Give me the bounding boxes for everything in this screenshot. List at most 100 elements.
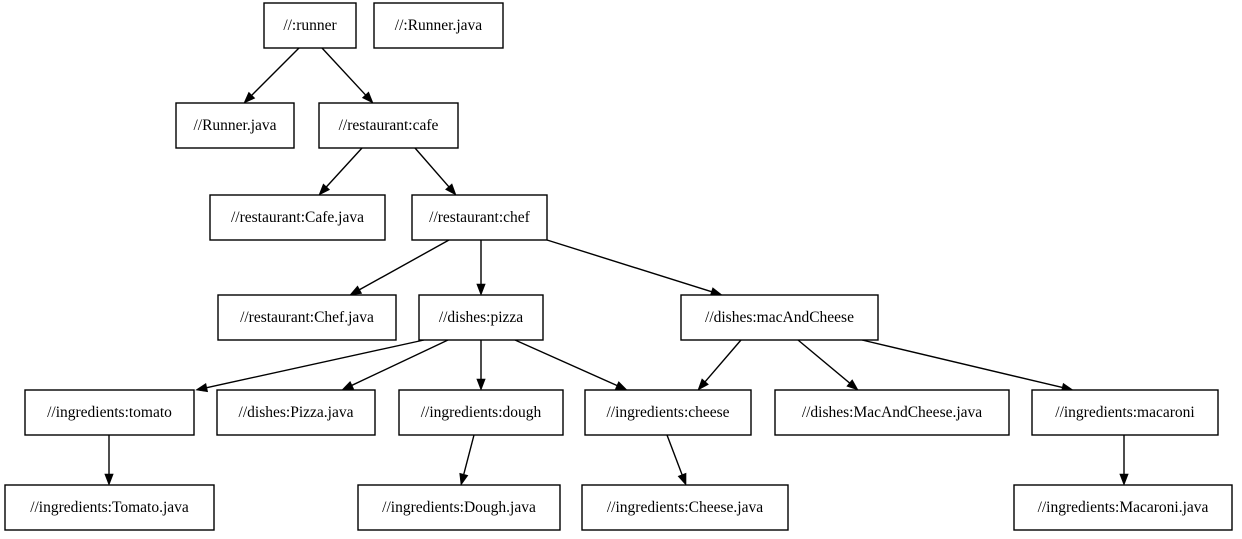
node-box[interactable] [209, 194, 386, 241]
node-box[interactable] [581, 484, 789, 531]
graph-edge [349, 239, 450, 296]
graph-node-dishes_pizza[interactable]: //dishes:pizza [418, 294, 544, 341]
graph-edge [1119, 435, 1129, 486]
edge-arrowhead [445, 183, 457, 196]
graph-edge [321, 47, 374, 104]
edge-arrowhead [195, 383, 209, 393]
graph-edge [514, 339, 628, 391]
node-label: //:Runner.java [395, 17, 483, 34]
graph-node-ing_dough[interactable]: //ingredients:dough [398, 389, 564, 436]
node-label: //ingredients:dough [421, 404, 542, 421]
graph-edge [666, 434, 687, 486]
graph-edge [341, 339, 449, 391]
edge-line [206, 339, 425, 389]
edge-arrowhead [459, 472, 469, 486]
graph-node-ing_cheese[interactable]: //ingredients:cheese [584, 389, 752, 436]
node-label: //restaurant:Cafe.java [231, 209, 364, 226]
graph-node-cheese_java[interactable]: //ingredients:Cheese.java [581, 484, 789, 531]
graph-nodes-layer: //:runner //:Runner.java //Runner.java //re… [4, 2, 1233, 531]
node-box[interactable] [4, 484, 215, 531]
node-label: //ingredients:Cheese.java [607, 499, 763, 516]
graph-edge [476, 240, 486, 296]
edge-line [797, 339, 850, 384]
node-box[interactable] [398, 389, 564, 436]
graph-edge [243, 47, 300, 104]
graph-node-restaurant_cafe[interactable]: //restaurant:cafe [318, 102, 459, 149]
node-label: //restaurant:cafe [339, 117, 439, 134]
node-label: //ingredients:Macaroni.java [1038, 499, 1209, 516]
graph-edge [195, 339, 425, 393]
node-box[interactable] [680, 294, 879, 341]
node-label: //dishes:Pizza.java [239, 404, 354, 421]
node-label: //dishes:pizza [439, 309, 523, 326]
edge-arrowhead [361, 91, 374, 104]
graph-node-dishes_mac[interactable]: //dishes:macAndCheese [680, 294, 879, 341]
edge-line [546, 239, 712, 293]
graph-node-chef_java[interactable]: //restaurant:Chef.java [217, 294, 397, 341]
graph-node-runner_java_root[interactable]: //:Runner.java [373, 2, 504, 49]
graph-node-cafe_java[interactable]: //restaurant:Cafe.java [209, 194, 386, 241]
edge-arrowhead [318, 183, 331, 196]
graph-edge [414, 147, 457, 196]
node-label: //restaurant:chef [429, 209, 531, 226]
graph-node-ing_macaroni[interactable]: //ingredients:macaroni [1031, 389, 1219, 436]
graph-node-pizza_java[interactable]: //dishes:Pizza.java [216, 389, 376, 436]
node-label: //ingredients:Dough.java [382, 499, 536, 516]
edge-arrowhead [243, 91, 256, 104]
node-box[interactable] [774, 389, 1010, 436]
node-label: //ingredients:Tomato.java [30, 499, 189, 516]
graph-node-ing_tomato[interactable]: //ingredients:tomato [24, 389, 195, 436]
edge-arrowhead [104, 473, 114, 486]
edge-arrowhead [697, 378, 709, 391]
edge-line [359, 239, 450, 291]
edge-arrowhead [846, 379, 859, 391]
edge-arrowhead [341, 380, 355, 391]
edge-arrowhead [614, 381, 628, 391]
edge-line [251, 47, 300, 96]
node-box[interactable] [373, 2, 504, 49]
node-label: //:runner [283, 17, 337, 34]
node-label: //restaurant:Chef.java [240, 309, 374, 326]
node-box[interactable] [263, 2, 357, 49]
edge-arrowhead [476, 378, 486, 391]
edge-line [414, 147, 450, 188]
node-box[interactable] [357, 484, 561, 531]
graph-edge [546, 239, 723, 297]
node-label: //ingredients:tomato [47, 404, 172, 421]
graph-node-mac_java[interactable]: //dishes:MacAndCheese.java [774, 389, 1010, 436]
node-label: //ingredients:macaroni [1055, 404, 1195, 421]
node-box[interactable] [318, 102, 459, 149]
graph-node-macaroni_java[interactable]: //ingredients:Macaroni.java [1013, 484, 1233, 531]
graph-node-restaurant_chef[interactable]: //restaurant:chef [411, 194, 548, 241]
node-label: //dishes:macAndCheese [705, 309, 854, 326]
graph-edge [459, 434, 475, 486]
graph-edge [797, 339, 859, 391]
graph-node-runner_java[interactable]: //Runner.java [175, 102, 295, 149]
graph-edge [697, 339, 742, 391]
node-box[interactable] [584, 389, 752, 436]
graph-edge [318, 147, 363, 196]
graph-edge [861, 339, 1074, 392]
edge-line [325, 147, 363, 188]
edge-line [351, 339, 449, 386]
graph-edge [476, 340, 486, 391]
node-box[interactable] [216, 389, 376, 436]
edge-arrowhead [349, 285, 363, 296]
node-box[interactable] [418, 294, 544, 341]
node-box[interactable] [1013, 484, 1233, 531]
edge-line [321, 47, 367, 96]
graph-node-tomato_java[interactable]: //ingredients:Tomato.java [4, 484, 215, 531]
edge-arrowhead [677, 472, 687, 486]
edge-line [861, 339, 1063, 389]
graph-node-dough_java[interactable]: //ingredients:Dough.java [357, 484, 561, 531]
node-box[interactable] [175, 102, 295, 149]
graph-node-runner[interactable]: //:runner [263, 2, 357, 49]
edge-line [666, 434, 683, 475]
node-box[interactable] [24, 389, 195, 436]
node-box[interactable] [217, 294, 397, 341]
edge-line [514, 339, 618, 387]
node-box[interactable] [1031, 389, 1219, 436]
node-box[interactable] [411, 194, 548, 241]
node-label: //ingredients:cheese [606, 404, 729, 421]
